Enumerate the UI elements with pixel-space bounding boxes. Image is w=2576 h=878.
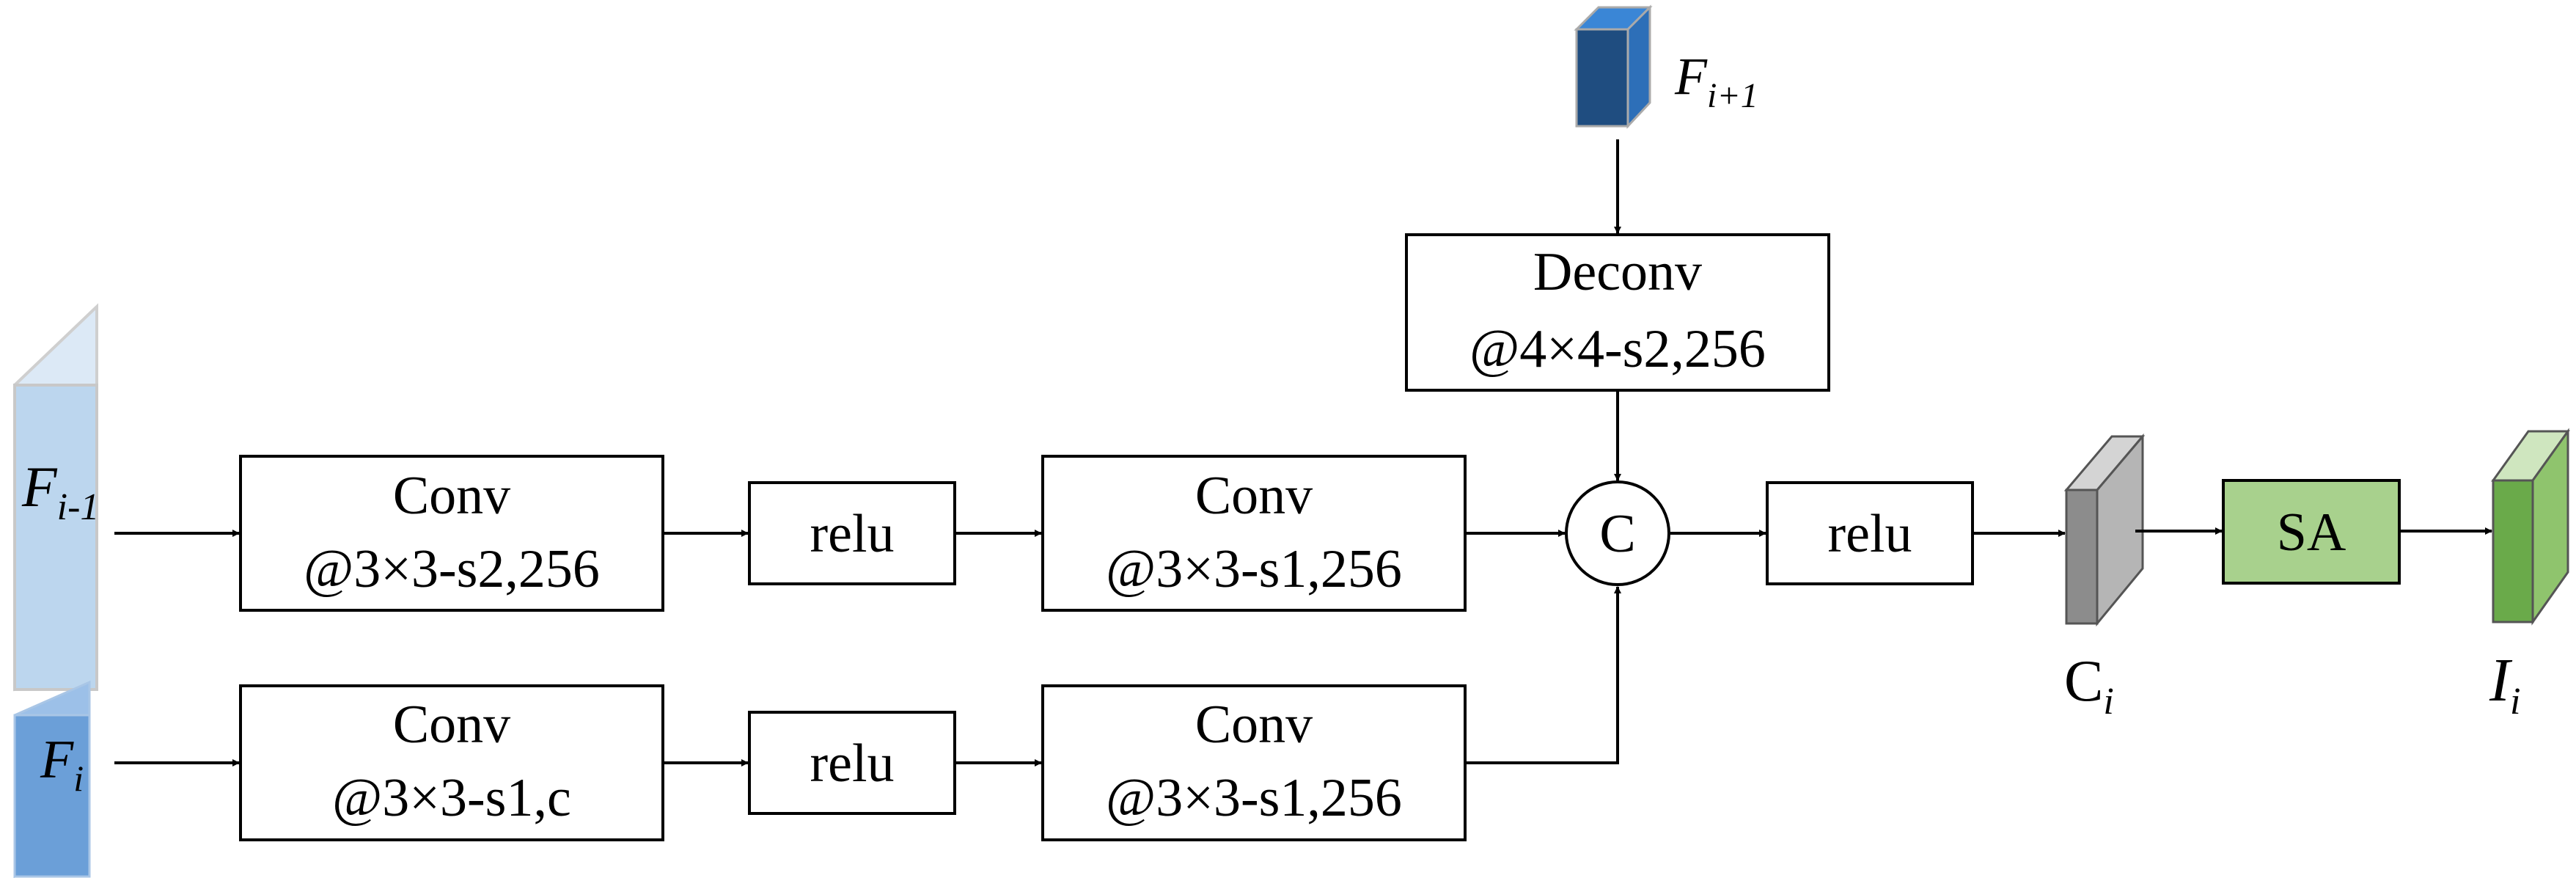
concat-feature-map-front (2065, 489, 2099, 625)
feature-map-next-side (1626, 4, 1651, 129)
post-concat-relu-label: relu (1827, 504, 1912, 564)
bottom-relu-box (748, 711, 956, 815)
post-concat-relu-box (1766, 481, 1974, 585)
output-feature-map (2491, 428, 2570, 626)
concat-symbol: C (1599, 504, 1635, 564)
svg-text:Fi: Fi (40, 730, 84, 799)
feature-map-prev: Fi-1 (13, 303, 99, 692)
bottom-conv2-line2: @3×3-s1,256 (1106, 768, 1402, 828)
bottom-conv1-line1: Conv (393, 695, 510, 755)
concat-feature-map (2063, 433, 2146, 627)
feature-map-curr-label: F (40, 730, 74, 790)
concat-node (1565, 480, 1670, 586)
top-conv2-line1: Conv (1195, 466, 1313, 526)
feature-map-prev-label: F (21, 455, 58, 519)
top-conv2-line2: @3×3-s1,256 (1106, 539, 1402, 599)
top-conv1-line1: Conv (393, 466, 510, 526)
concat-feature-map-subscript: i (2103, 681, 2113, 722)
deconv-line1: Deconv (1533, 242, 1702, 302)
top-relu-box (748, 481, 956, 585)
feature-map-next: Fi+1 (1574, 4, 1758, 129)
top-relu-label: relu (810, 504, 894, 564)
feature-map-prev-front (13, 384, 98, 691)
svg-text:Ci: Ci (2064, 649, 2114, 722)
bottom-relu-label: relu (810, 734, 894, 794)
feature-map-next-front (1575, 28, 1629, 128)
concat-feature-map-label: C (2064, 649, 2103, 714)
output-feature-map-subscript: i (2510, 681, 2520, 722)
feature-map-curr-front (13, 714, 91, 878)
feature-map-curr-subscript: i (73, 758, 84, 799)
arrow-bottom-conv2-to-concat (1465, 586, 1621, 764)
bottom-conv2-box (1041, 684, 1467, 841)
feature-map-next-label: F (1674, 47, 1708, 106)
feature-map-curr: Fi (13, 680, 91, 878)
top-conv1-line2: @3×3-s2,256 (304, 539, 600, 599)
bottom-conv2-line1: Conv (1195, 695, 1313, 755)
deconv-box (1405, 233, 1830, 392)
bottom-conv1-line2: @3×3-s1,c (332, 768, 571, 828)
top-conv2-box (1041, 455, 1467, 612)
svg-text:Fi+1: Fi+1 (1674, 47, 1758, 115)
sa-label: SA (2277, 502, 2346, 563)
svg-text:Fi-1: Fi-1 (21, 455, 99, 528)
svg-text:Ii: Ii (2489, 646, 2520, 722)
feature-map-next-subscript: i+1 (1707, 76, 1758, 115)
bottom-conv1-box (239, 684, 664, 841)
feature-map-prev-subscript: i-1 (57, 486, 100, 528)
deconv-line2: @4×4-s2,256 (1469, 319, 1766, 379)
top-conv1-box (239, 455, 664, 612)
output-feature-map-front (2492, 479, 2534, 623)
output-feature-map-label: I (2489, 646, 2513, 714)
